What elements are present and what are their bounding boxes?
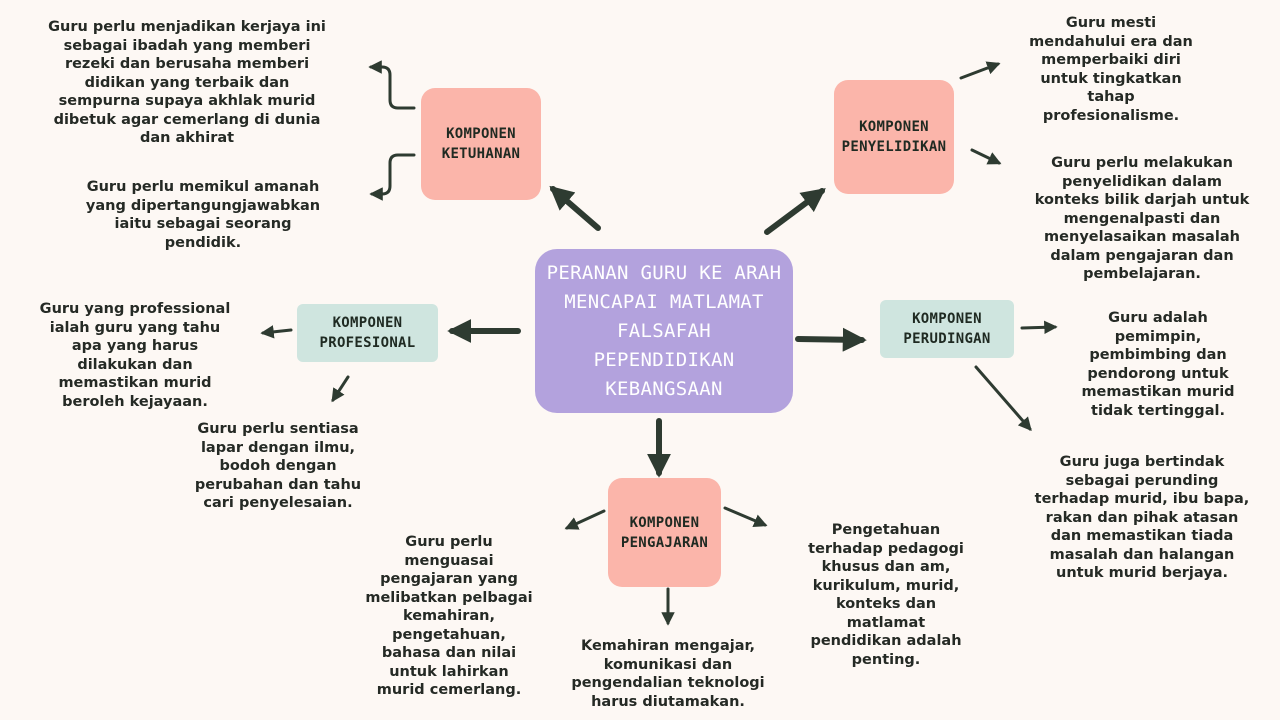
component-ketuhanan: KOMPONEN KETUHANAN [421,88,541,200]
arrow-penyelidikan-1 [959,61,1001,80]
pengajaran-point-3: Pengetahuan terhadap pedagogi khusus dan… [808,522,964,668]
arrow-profesional-1 [260,325,293,339]
component-penyelidikan-label: KOMPONEN PENYELIDIKAN [841,119,947,155]
component-profesional-label: KOMPONEN PROFESIONAL [319,315,416,351]
arrow-to-penyelidikan [764,188,826,235]
ketuhanan-point-1: Guru perlu menjadikan kerjaya ini sebaga… [48,19,326,146]
central-topic: PERANAN GURU KE ARAH MENCAPAI MATLAMAT F… [535,249,793,413]
perudingan-point-2: Guru juga bertindak sebagai perunding te… [1034,454,1250,581]
pengajaran-point-2: Kemahiran mengajar, komunikasi dan penge… [571,638,765,710]
pengajaran-point-1: Guru perlu menguasai pengajaran yang mel… [365,534,533,698]
component-ketuhanan-label: KOMPONEN KETUHANAN [441,126,521,162]
component-profesional: KOMPONEN PROFESIONAL [297,304,438,362]
arrow-ketuhanan-1 [368,60,416,110]
arrow-perudingan-1 [1020,320,1058,335]
penyelidikan-point-2: Guru perlu melakukan penyelidikan dalam … [1034,155,1250,282]
perudingan-point-1: Guru adalah pemimpin, pembimbing dan pen… [1081,310,1235,419]
arrow-pengajaran-3 [723,506,768,527]
arrow-to-ketuhanan [549,185,601,231]
arrow-penyelidikan-2 [970,148,1002,165]
arrow-ketuhanan-2 [369,153,416,201]
arrow-pengajaran-1 [564,509,606,530]
arrow-to-perudingan [795,327,867,352]
component-perudingan-label: KOMPONEN PERUDINGAN [903,311,991,347]
arrow-profesional-2 [331,375,350,403]
component-perudingan: KOMPONEN PERUDINGAN [880,300,1014,358]
component-pengajaran: KOMPONEN PENGAJARAN [608,478,721,587]
profesional-point-1: Guru yang professional ialah guru yang t… [39,301,231,410]
arrow-perudingan-2 [974,365,1032,432]
penyelidikan-point-1: Guru mesti mendahului era dan memperbaik… [1029,15,1193,124]
profesional-point-2: Guru perlu sentiasa lapar dengan ilmu, b… [194,421,362,511]
component-pengajaran-label: KOMPONEN PENGAJARAN [620,514,709,551]
central-topic-title: PERANAN GURU KE ARAH MENCAPAI MATLAMAT F… [546,261,782,400]
ketuhanan-point-2: Guru perlu memikul amanah yang dipertang… [85,179,321,251]
component-penyelidikan: KOMPONEN PENYELIDIKAN [834,80,954,194]
